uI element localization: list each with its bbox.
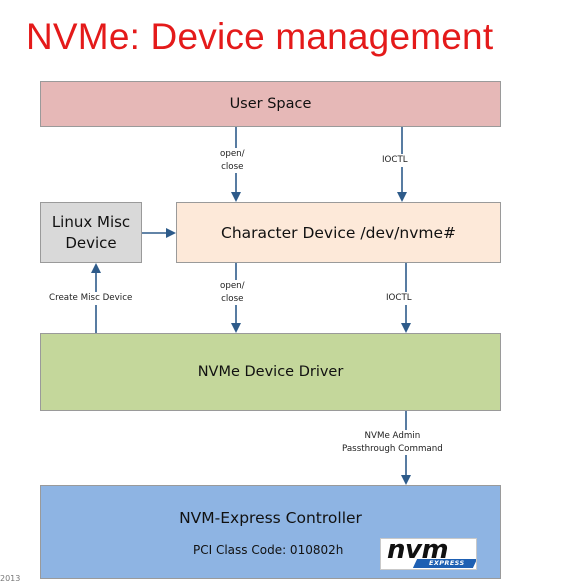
label-ioctl: IOCTL <box>386 293 412 303</box>
character-device-label: Character Device /dev/nvme# <box>221 223 456 242</box>
page-title: NVMe: Device management <box>26 16 494 57</box>
user-space-label: User Space <box>229 96 312 112</box>
label-open-close-mid: open/ close <box>218 280 247 306</box>
label-ioctl-mid: IOCTL <box>384 292 414 305</box>
label-open-close-top: open/ close <box>218 148 247 174</box>
label-admin: NVMe Admin <box>364 431 421 441</box>
label-admin-passthrough: NVMe Admin Passthrough Command <box>340 430 445 456</box>
label-close: close <box>221 293 244 304</box>
label-create-misc-text: Create Misc Device <box>49 293 133 303</box>
logo-express-text: EXPRESS <box>429 559 465 567</box>
misc-device-label-line2: Device <box>65 233 117 252</box>
label-close: close <box>221 161 244 172</box>
user-space-box: User Space <box>40 81 501 127</box>
label-passthrough: Passthrough Command <box>342 443 443 454</box>
label-open: open/ <box>220 281 245 291</box>
nvme-device-driver-box: NVMe Device Driver <box>40 333 501 411</box>
misc-device-label-line1: Linux Misc <box>51 213 131 232</box>
controller-label: NVM-Express Controller <box>179 509 362 527</box>
device-driver-label: NVMe Device Driver <box>197 364 344 380</box>
label-open: open/ <box>220 149 245 159</box>
label-create-misc: Create Misc Device <box>47 292 135 305</box>
nvm-express-logo: nvm EXPRESS <box>380 538 477 570</box>
character-device-box: Character Device /dev/nvme# <box>176 202 501 263</box>
linux-misc-device-box: Linux Misc Device <box>40 202 142 263</box>
pci-class-code: PCI Class Code: 010802h <box>193 543 344 557</box>
label-ioctl-top: IOCTL <box>380 154 410 167</box>
label-ioctl: IOCTL <box>382 155 408 165</box>
footer-text: 2013 <box>0 574 21 583</box>
